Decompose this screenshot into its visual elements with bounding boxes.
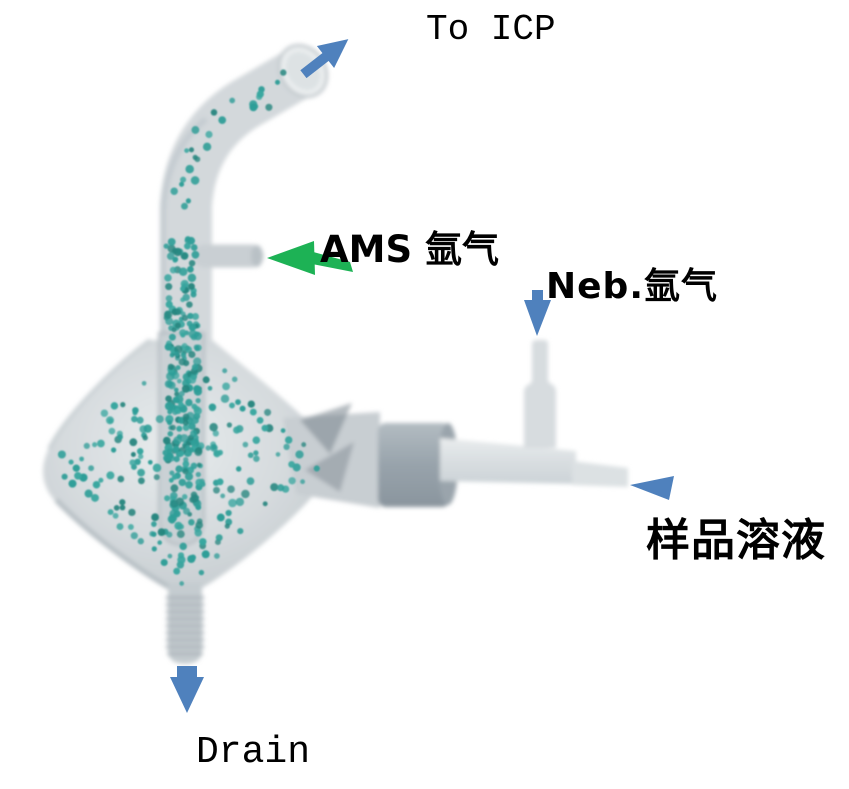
to-icp-label: To ICP (426, 9, 556, 50)
ams-side-arm-mouth (251, 245, 263, 267)
outlet-tube (160, 48, 316, 352)
glassware (43, 43, 628, 664)
nebulizer-body (440, 438, 576, 484)
sample-solution-label: 样品溶液 (646, 515, 826, 566)
neb-gas-label: Neb.氩气 (546, 266, 718, 307)
aerosol-dots-tube (167, 69, 287, 246)
nebulizer-gas-arm (524, 340, 556, 448)
chamber-edge-upper (47, 338, 152, 450)
entry-cone-notch-upper (300, 403, 352, 454)
ams-gas-arrow-icon (267, 241, 353, 275)
drain-stem (168, 583, 202, 664)
sample-solution-arrow-icon (630, 476, 674, 500)
flow-arrows (170, 39, 674, 713)
to-icp-arrow-icon (300, 39, 349, 79)
nebulizer-adapter (378, 423, 450, 507)
entry-cone-notch-lower (305, 442, 354, 492)
drain-arrow-icon (170, 666, 204, 713)
sample-capillary (572, 461, 628, 487)
drain-stem-ribs (165, 596, 205, 656)
ams-gas-label: AMS 氩气 (320, 228, 499, 271)
aerosol-dots-column (162, 236, 204, 539)
neb-gas-arrow-icon (524, 290, 551, 336)
chamber-edge-lower (54, 498, 172, 591)
drain-label: Drain (196, 731, 311, 774)
